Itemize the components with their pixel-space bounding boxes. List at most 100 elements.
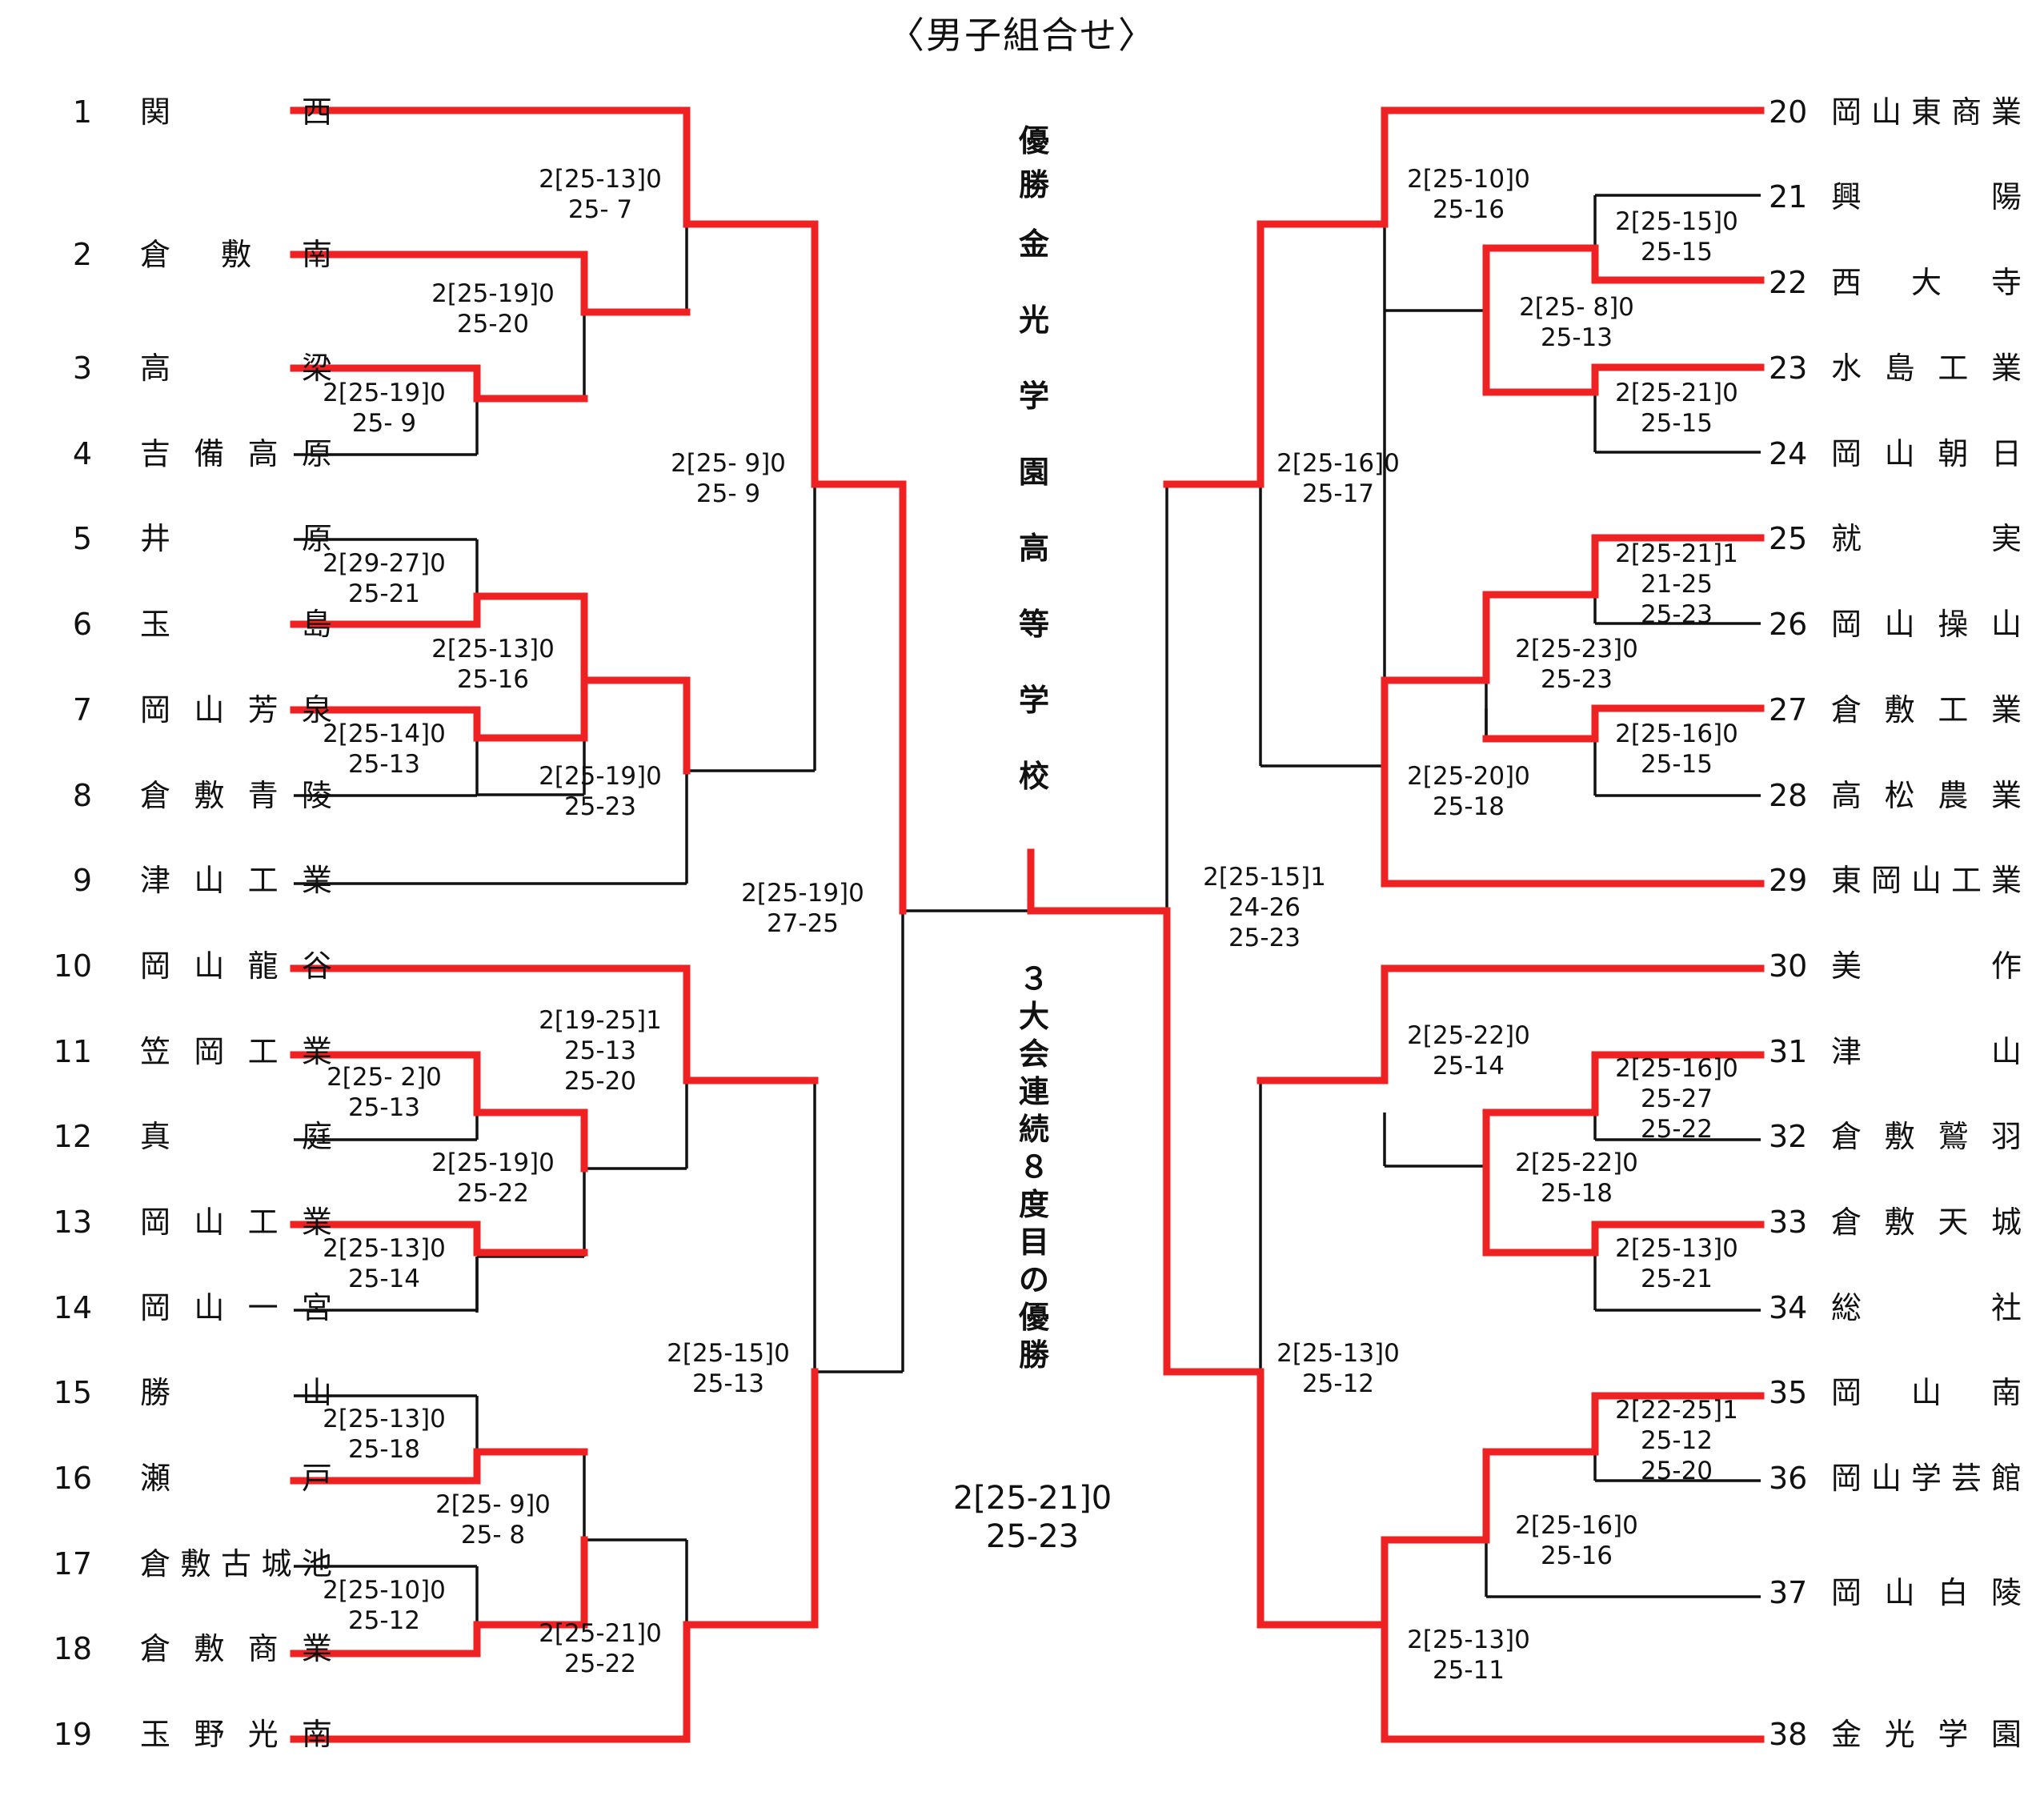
match-score: 2[22-25]1 25-12 25-20 bbox=[1615, 1396, 1738, 1485]
team-number: 37 bbox=[1769, 1575, 1808, 1610]
match-score: 2[25-19]0 25-23 bbox=[539, 762, 662, 821]
match-score: 2[25-19]0 25-20 bbox=[431, 279, 555, 339]
team-number: 9 bbox=[72, 863, 92, 898]
team-name: 倉敷鷲羽 bbox=[1831, 1119, 2022, 1154]
match-score: 2[25-13]0 25- 7 bbox=[539, 165, 662, 224]
team-number: 30 bbox=[1769, 948, 1808, 984]
match-score: 2[25-13]0 25-18 bbox=[323, 1405, 446, 1464]
team-name: 倉敷天城 bbox=[1831, 1205, 2022, 1240]
match-score: 2[25-19]0 25-22 bbox=[431, 1149, 555, 1208]
team-name: 総社 bbox=[1831, 1290, 2022, 1325]
match-score: 2[25-23]0 25-23 bbox=[1515, 635, 1638, 694]
team-number: 18 bbox=[53, 1631, 92, 1666]
team-number: 11 bbox=[53, 1034, 92, 1069]
final-match-score: 2[25-21]0 25-23 bbox=[952, 1480, 1112, 1555]
team-name: 瀬戸 bbox=[140, 1461, 332, 1496]
team-name: 笠岡工業 bbox=[140, 1034, 332, 1069]
match-score: 2[25-16]0 25-16 bbox=[1515, 1511, 1638, 1570]
team-number: 3 bbox=[72, 351, 92, 386]
match-score: 2[25-22]0 25-18 bbox=[1515, 1149, 1638, 1208]
match-score: 2[25-13]0 25-14 bbox=[323, 1234, 446, 1293]
team-number: 29 bbox=[1769, 863, 1808, 898]
team-number: 26 bbox=[1769, 607, 1808, 642]
team-name: 岡山工業 bbox=[140, 1205, 332, 1240]
match-score: 2[25-19]0 25- 9 bbox=[323, 379, 446, 438]
team-number: 34 bbox=[1769, 1290, 1808, 1325]
team-number: 17 bbox=[53, 1546, 92, 1582]
team-number: 16 bbox=[53, 1461, 92, 1496]
team-name: 倉敷商業 bbox=[140, 1631, 332, 1666]
team-number: 28 bbox=[1769, 778, 1808, 813]
team-name: 勝山 bbox=[140, 1375, 332, 1410]
team-number: 32 bbox=[1769, 1119, 1808, 1154]
team-name: 水島工業 bbox=[1831, 351, 2022, 386]
team-name: 吉備高原 bbox=[140, 436, 332, 471]
team-name: 高梁 bbox=[140, 351, 332, 386]
team-name: 金光学園 bbox=[1831, 1717, 2022, 1752]
match-score: 2[25-21]0 25-15 bbox=[1615, 379, 1738, 438]
team-name: 就実 bbox=[1831, 521, 2022, 556]
team-name: 倉敷南 bbox=[140, 237, 332, 272]
team-name: 玉島 bbox=[140, 607, 332, 642]
team-name: 岡山龍谷 bbox=[140, 948, 332, 984]
team-name: 玉野光南 bbox=[140, 1717, 332, 1752]
team-name: 西大寺 bbox=[1831, 265, 2022, 300]
match-score: 2[29-27]0 25-21 bbox=[323, 549, 446, 608]
page-title: 〈男子組合せ〉 bbox=[888, 14, 1156, 57]
match-score: 2[25-16]0 25-17 bbox=[1276, 449, 1400, 508]
team-number: 7 bbox=[72, 692, 92, 728]
team-name: 倉敷工業 bbox=[1831, 692, 2022, 728]
team-name: 倉敷青陵 bbox=[140, 778, 332, 813]
team-name: 真庭 bbox=[140, 1119, 332, 1154]
match-score: 2[25- 9]0 25- 9 bbox=[671, 449, 786, 508]
match-score: 2[25-15]1 24-26 25-23 bbox=[1203, 863, 1326, 952]
team-number: 23 bbox=[1769, 351, 1808, 386]
champion-heading: 優勝 bbox=[1018, 123, 1049, 202]
match-score: 2[25-13]0 25-21 bbox=[1615, 1234, 1738, 1293]
team-number: 4 bbox=[72, 436, 92, 471]
match-score: 2[25-16]0 25-27 25-22 bbox=[1615, 1054, 1738, 1144]
team-number: 12 bbox=[53, 1119, 92, 1154]
match-score: 2[19-25]1 25-13 25-20 bbox=[539, 1006, 662, 1096]
match-score: 2[25-13]0 25-12 bbox=[1276, 1339, 1400, 1398]
match-score: 2[25-19]0 27-25 bbox=[741, 879, 864, 938]
team-name: 興陽 bbox=[1831, 179, 2022, 214]
match-score: 2[25-21]1 21-25 25-23 bbox=[1615, 539, 1738, 629]
match-score: 2[25-15]0 25-15 bbox=[1615, 207, 1738, 267]
match-score: 2[25-16]0 25-15 bbox=[1615, 720, 1738, 779]
match-score: 2[25-13]0 25-16 bbox=[431, 635, 555, 694]
team-number: 36 bbox=[1769, 1461, 1808, 1496]
team-number: 19 bbox=[53, 1717, 92, 1752]
team-number: 20 bbox=[1769, 94, 1808, 130]
team-number: 38 bbox=[1769, 1717, 1808, 1752]
team-number: 25 bbox=[1769, 521, 1808, 556]
team-number: 2 bbox=[72, 237, 92, 272]
team-number: 22 bbox=[1769, 265, 1808, 300]
team-name: 岡山朝日 bbox=[1831, 436, 2022, 471]
team-number: 33 bbox=[1769, 1205, 1808, 1240]
match-score: 2[25-10]0 25-12 bbox=[323, 1576, 446, 1635]
team-name: 東岡山工業 bbox=[1831, 863, 2022, 898]
team-name: 岡山白陵 bbox=[1831, 1575, 2022, 1610]
team-name: 倉敷古城池 bbox=[140, 1546, 332, 1582]
match-score: 2[25-10]0 25-16 bbox=[1407, 165, 1530, 224]
team-name: 岡山操山 bbox=[1831, 607, 2022, 642]
team-number: 8 bbox=[72, 778, 92, 813]
team-number: 27 bbox=[1769, 692, 1808, 728]
team-name: 津山 bbox=[1831, 1034, 2022, 1069]
team-name: 高松農業 bbox=[1831, 778, 2022, 813]
match-score: 2[25-21]0 25-22 bbox=[539, 1619, 662, 1678]
match-score: 2[25-20]0 25-18 bbox=[1407, 762, 1530, 821]
team-name: 岡山芳泉 bbox=[140, 692, 332, 728]
match-score: 2[25- 9]0 25- 8 bbox=[435, 1490, 551, 1549]
team-number: 24 bbox=[1769, 436, 1808, 471]
team-name: 岡山南 bbox=[1831, 1375, 2022, 1410]
team-number: 5 bbox=[72, 521, 92, 556]
team-number: 6 bbox=[72, 607, 92, 642]
team-number: 21 bbox=[1769, 179, 1808, 214]
match-score: 2[25- 8]0 25-13 bbox=[1519, 293, 1634, 352]
team-number: 35 bbox=[1769, 1375, 1808, 1410]
team-number: 31 bbox=[1769, 1034, 1808, 1069]
